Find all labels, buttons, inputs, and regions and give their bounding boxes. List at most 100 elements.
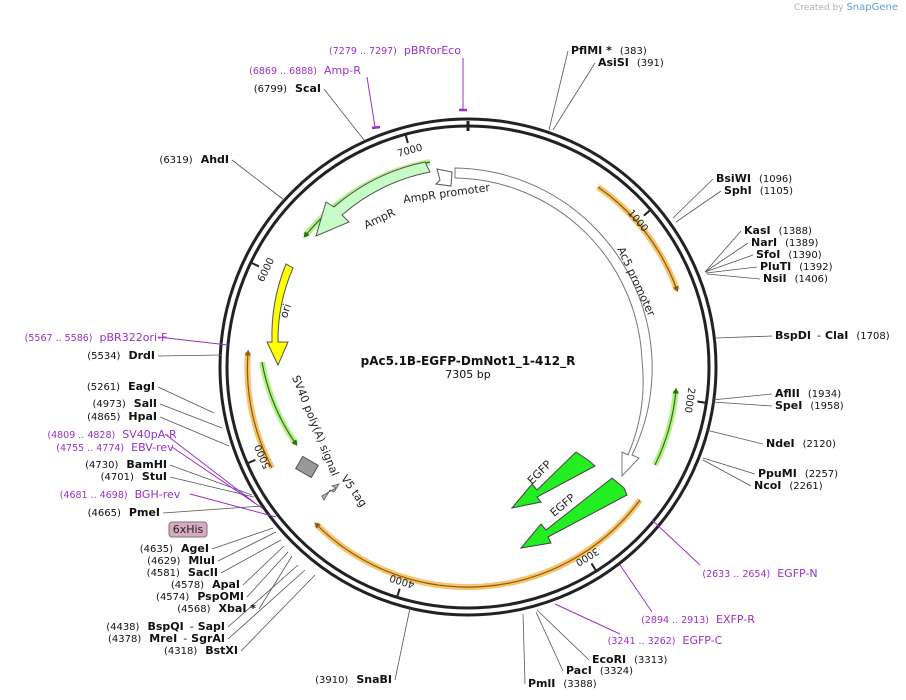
enzyme-site-label: NsiI(1406) bbox=[763, 272, 828, 285]
enzyme-name: BspQI bbox=[147, 620, 183, 633]
plasmid-name: pAc5.1B-EGFP-DmNot1_1-412_R bbox=[361, 354, 576, 369]
enzyme-position: (6799) bbox=[254, 84, 287, 95]
leader-line bbox=[711, 393, 773, 401]
enzyme-name: NarI bbox=[751, 236, 777, 249]
enzyme-name: BamHI bbox=[126, 458, 167, 471]
enzyme-site-label: AflII(1934) bbox=[775, 387, 841, 400]
primer-range: (5567 .. 5586) bbox=[25, 333, 93, 344]
feature-label: SV40 poly(A) signal bbox=[289, 373, 341, 477]
leader-line bbox=[162, 505, 263, 514]
tick-6000 bbox=[251, 262, 260, 268]
enzyme-site-label: SpeI(1958) bbox=[775, 399, 844, 412]
enzyme-site-label: (4665)PmeI bbox=[88, 506, 160, 519]
enzyme-site-label: (4629)MluI bbox=[147, 554, 215, 567]
enzyme-name: NdeI bbox=[766, 437, 795, 450]
ampr-arrow bbox=[315, 161, 431, 237]
enzyme-position: (1392) bbox=[799, 262, 832, 273]
green-orf-arc-right-line bbox=[654, 387, 679, 466]
enzyme-position: (5261) bbox=[87, 382, 120, 393]
enzyme-site-label: (4378)MreI-SgrAI bbox=[108, 632, 225, 645]
primer-label: (3241 .. 3262)EGFP-C bbox=[608, 634, 723, 647]
his-tag-box bbox=[168, 521, 208, 538]
enzyme-name: SpeI bbox=[775, 399, 802, 412]
leader-line bbox=[323, 88, 365, 141]
primer-pbr322ori-mark bbox=[157, 336, 229, 346]
enzyme-name: PmeI bbox=[129, 506, 160, 519]
green-orf-arc-right bbox=[652, 389, 679, 467]
primer-egfpc-mark bbox=[554, 603, 621, 635]
enzyme-position: (5534) bbox=[87, 351, 120, 362]
leader-line bbox=[704, 254, 754, 273]
leader-lines bbox=[157, 50, 773, 685]
enzyme-name: PflMI * bbox=[571, 44, 612, 57]
leader-line bbox=[211, 527, 274, 550]
enzyme-position: (1708) bbox=[856, 331, 889, 342]
enzyme-site-label: (4438)BspQI-SapI bbox=[106, 620, 225, 633]
leader-line bbox=[715, 335, 773, 339]
enzyme-position: (4578) bbox=[171, 580, 204, 591]
enzyme-name: NcoI bbox=[754, 479, 781, 492]
enzyme-position: (4574) bbox=[156, 592, 189, 603]
primer-range: (2894 .. 2913) bbox=[641, 615, 709, 626]
backbone-outer bbox=[218, 117, 718, 617]
enzyme-name: EagI bbox=[128, 380, 155, 393]
left-orange-arc-line bbox=[244, 349, 273, 469]
leader-line bbox=[231, 159, 285, 201]
primer-label: (4681 .. 4698)BGH-rev bbox=[60, 488, 181, 501]
enzyme-name: PmlI bbox=[528, 677, 555, 690]
primer-sv40pa-mark bbox=[164, 433, 256, 504]
enzyme-site-label: (4581) SacII bbox=[147, 566, 218, 579]
enzyme-name: PacI bbox=[566, 664, 592, 677]
primer-label: (4809 .. 4828)SV40pA-R bbox=[47, 428, 177, 441]
enzyme-name: BstXI bbox=[205, 644, 238, 657]
enzyme-site-label: (6319)AhdI bbox=[159, 153, 229, 166]
leader-line bbox=[704, 242, 749, 273]
enzyme-site-label: SfoI(1390) bbox=[756, 248, 822, 261]
tick-label: 7000 bbox=[396, 143, 423, 160]
enzyme-name: SfoI bbox=[756, 248, 780, 261]
snapgene-logo: SnapGene bbox=[846, 2, 898, 13]
left-green-arc-line bbox=[261, 361, 298, 446]
enzyme-position: (3313) bbox=[634, 655, 667, 666]
feature-label: 6xHis bbox=[173, 523, 204, 536]
enzyme-position: (4378) bbox=[108, 634, 141, 645]
tick-5000 bbox=[247, 458, 256, 464]
tick-label: 1000 bbox=[625, 208, 650, 234]
tick-marks bbox=[247, 134, 706, 597]
enzyme-position: (4581) bbox=[147, 568, 180, 579]
leader-line bbox=[702, 459, 752, 487]
enzyme-sep: - bbox=[190, 620, 194, 633]
enzyme-name: AhdI bbox=[201, 153, 229, 166]
enzyme-name: DrdI bbox=[128, 349, 155, 362]
enzyme-position: (4438) bbox=[106, 622, 139, 633]
primer-range: (6869 .. 6888) bbox=[249, 66, 317, 77]
leader-line bbox=[240, 574, 316, 652]
tick-label: 2000 bbox=[682, 387, 697, 414]
enzyme-position: (383) bbox=[620, 46, 647, 57]
leader-line bbox=[535, 611, 564, 672]
enzyme-name-2: SgrAI bbox=[191, 632, 225, 645]
ampr-promoter-arrow bbox=[434, 168, 453, 187]
enzyme-name: SacII bbox=[188, 566, 218, 579]
leader-line bbox=[672, 178, 714, 219]
primer-name: Amp-R bbox=[324, 64, 361, 77]
enzyme-site-label: (4578)ApaI bbox=[171, 578, 240, 591]
primer-label: (6869 .. 6888) Amp-R bbox=[249, 64, 361, 77]
primer-name: EBV-rev bbox=[131, 441, 174, 454]
enzyme-position: (4635) bbox=[140, 544, 173, 555]
enzyme-site-label: PflMI * (383) bbox=[571, 44, 647, 57]
feature-label: ori bbox=[277, 302, 294, 320]
enzyme-site-label: PpuMI(2257) bbox=[758, 467, 838, 480]
tick-7000 bbox=[404, 134, 409, 144]
credit-brand: SnapGene bbox=[846, 2, 898, 13]
enzyme-position: (4318) bbox=[164, 646, 197, 657]
enzyme-name: HpaI bbox=[128, 410, 157, 423]
enzyme-site-label: (4568)XbaI * bbox=[177, 602, 256, 615]
enzyme-position: (1406) bbox=[795, 274, 828, 285]
feature-label: V5 tag bbox=[338, 472, 369, 509]
leader-line bbox=[246, 551, 289, 598]
primer-exfpr-mark bbox=[619, 564, 653, 613]
enzyme-name: PspOMI bbox=[197, 590, 244, 603]
leader-line bbox=[548, 50, 569, 131]
tick-label: 5000 bbox=[253, 443, 273, 471]
